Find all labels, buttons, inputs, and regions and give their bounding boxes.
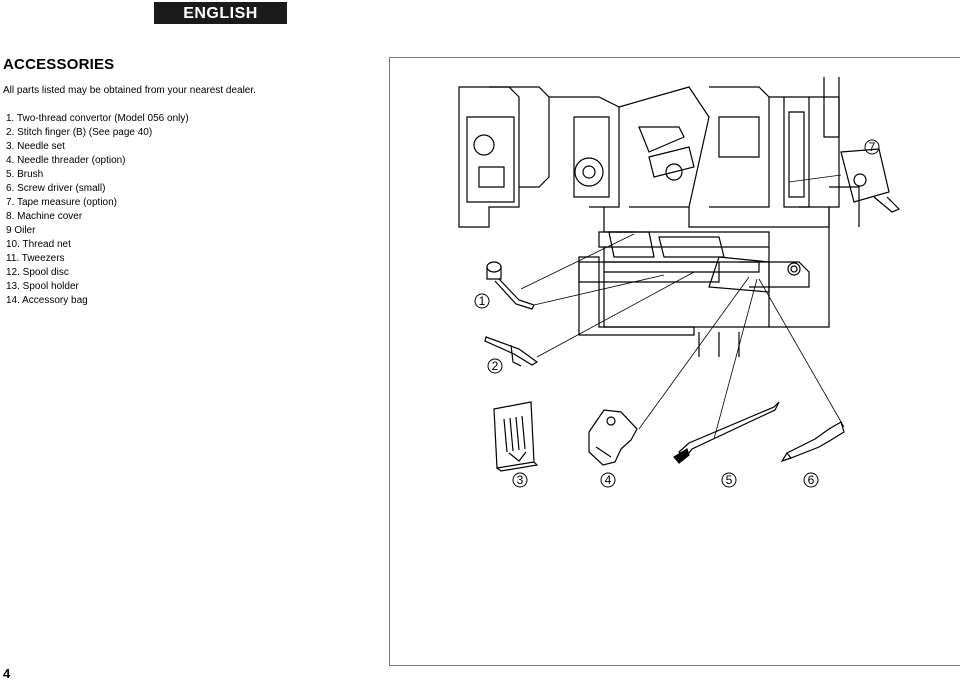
screw-driver-drawing [780, 421, 845, 463]
svg-text:7: 7 [869, 140, 876, 154]
svg-text:2: 2 [492, 359, 499, 373]
parts-list: 1. Two-thread convertor (Model 056 only)… [6, 112, 189, 308]
callout-2: 2 [487, 358, 503, 374]
list-item: 3. Needle set [6, 141, 65, 152]
brush-drawing [673, 401, 780, 464]
list-item: 4. Needle threader (option) [6, 155, 126, 166]
intro-text: All parts listed may be obtained from yo… [3, 85, 256, 96]
accessories-illustration: 1 2 3 4 5 6 7 [458, 77, 901, 488]
callout-4: 4 [600, 472, 616, 488]
illustration-frame [389, 57, 960, 666]
tape-measure-drawing [840, 148, 901, 213]
list-item: 10. Thread net [6, 239, 71, 250]
two-thread-convertor-drawing [486, 261, 535, 310]
leader-lines [520, 174, 845, 440]
callout-6: 6 [803, 472, 819, 488]
list-item: 9 Oiler [6, 225, 36, 236]
svg-text:6: 6 [808, 473, 815, 487]
list-item: 11. Tweezers [6, 253, 65, 264]
svg-text:5: 5 [726, 473, 733, 487]
list-item: 5. Brush [6, 169, 44, 180]
list-item: 12. Spool disc [6, 267, 69, 278]
list-item: 2. Stitch finger (B) (See page 40) [6, 127, 153, 138]
list-item: 14. Accessory bag [6, 295, 88, 306]
svg-text:3: 3 [517, 473, 524, 487]
list-item: 1. Two-thread convertor (Model 056 only) [6, 113, 189, 124]
stitch-finger-drawing [484, 336, 539, 367]
callout-numbers: 1 2 3 4 5 6 7 [474, 139, 880, 488]
needle-set-drawing [493, 401, 539, 472]
needle-threader-drawing [588, 409, 638, 466]
callout-3: 3 [512, 472, 528, 488]
language-tab: ENGLISH [154, 2, 287, 24]
svg-text:4: 4 [605, 473, 612, 487]
callout-1: 1 [474, 293, 490, 309]
list-item: 6. Screw driver (small) [6, 183, 106, 194]
callout-5: 5 [721, 472, 737, 488]
page-number: 4 [3, 666, 11, 681]
section-title: ACCESSORIES [3, 56, 115, 73]
serger-machine-drawing [458, 77, 860, 357]
callout-7: 7 [864, 139, 880, 155]
svg-text:1: 1 [479, 294, 486, 308]
list-item: 8. Machine cover [6, 211, 83, 222]
list-item: 7. Tape measure (option) [6, 197, 117, 208]
list-item: 13. Spool holder [6, 281, 79, 292]
